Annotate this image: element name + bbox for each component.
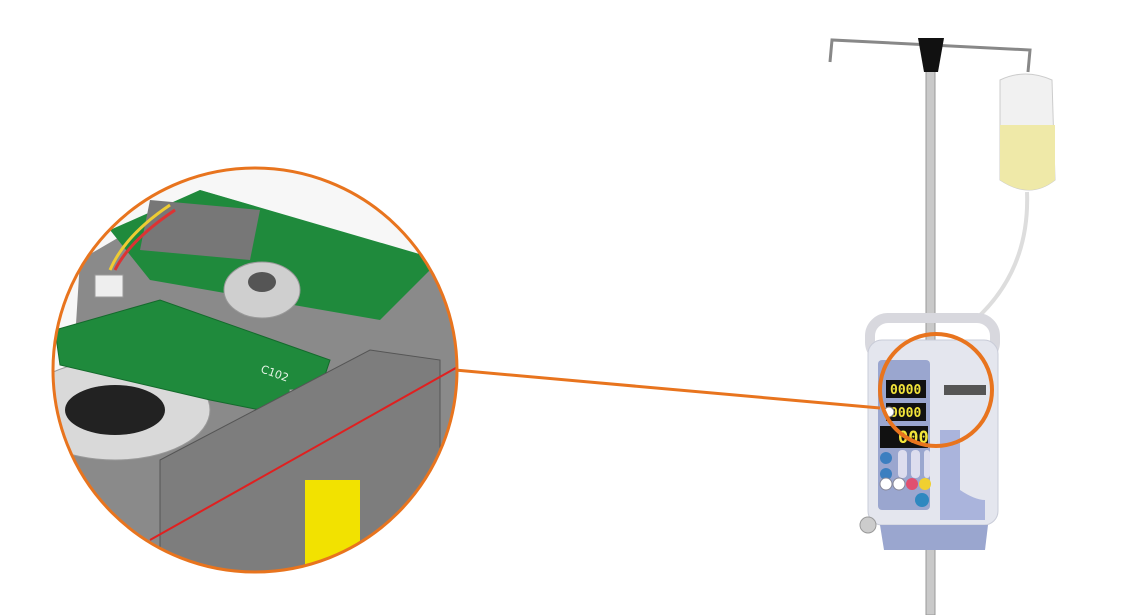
pole-cap xyxy=(918,38,944,72)
magnified-sensor-view: C102 xyxy=(53,168,457,572)
callout-line xyxy=(454,368,881,410)
rate-display: 0000 xyxy=(890,383,921,398)
volume-display: 0000 xyxy=(890,406,921,421)
callout-magnifier-circle xyxy=(51,166,459,574)
infusion-pump: 0000 0000 000 xyxy=(859,313,1000,550)
callout-small-circle xyxy=(878,332,994,448)
iv-bag xyxy=(973,73,1056,322)
